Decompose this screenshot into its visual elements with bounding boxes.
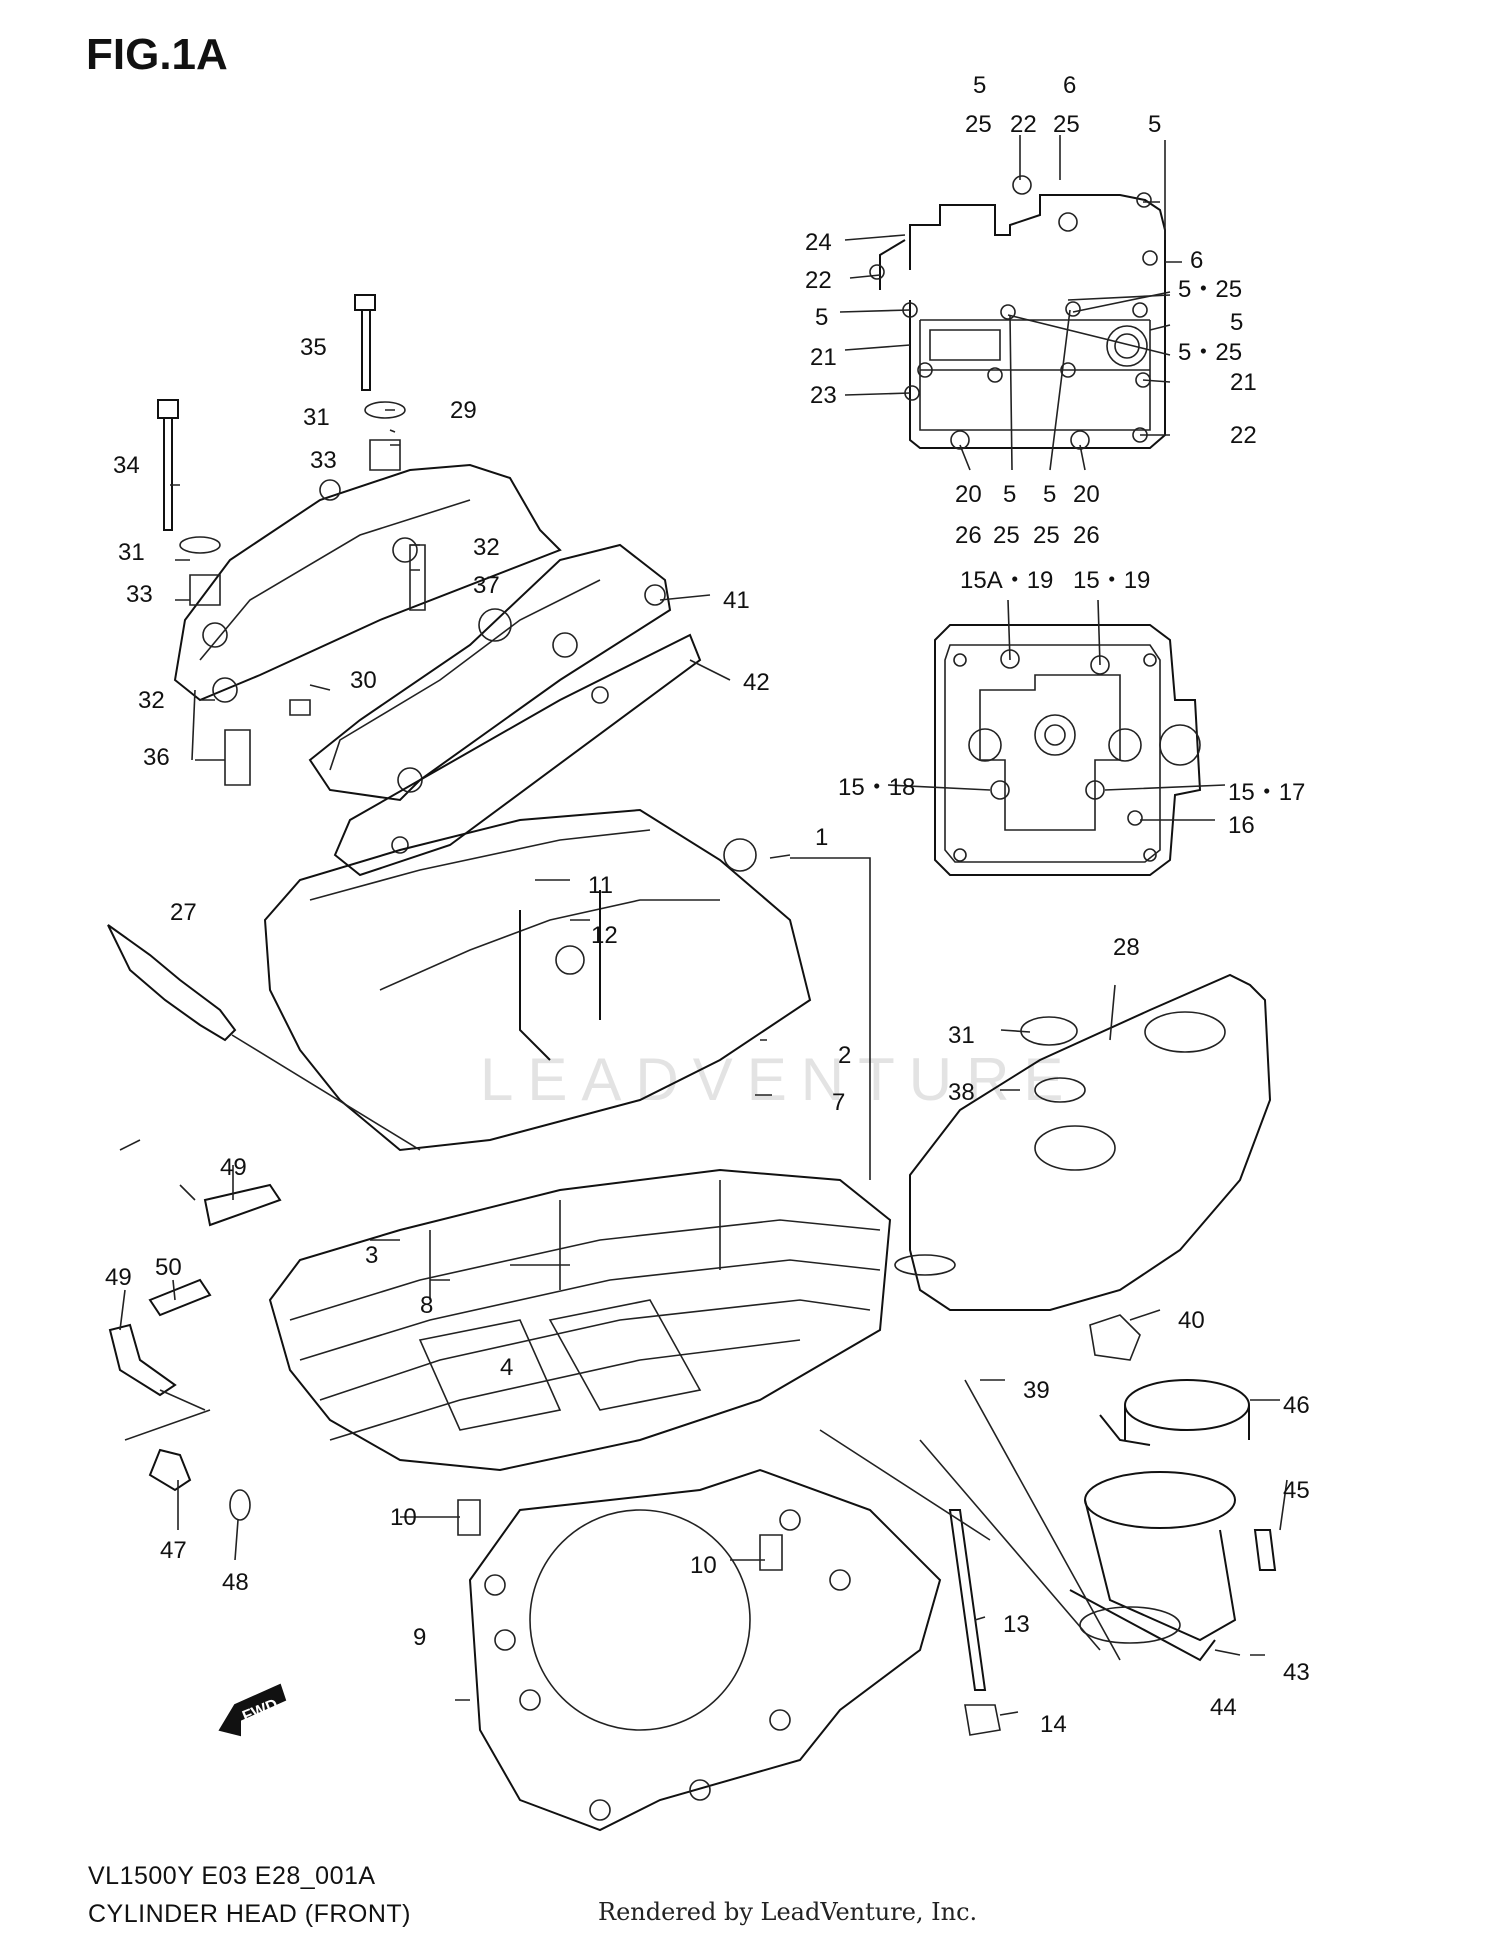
- cylinder-head-cover-drawing: [157, 294, 562, 786]
- callout-5: 5: [1003, 481, 1016, 508]
- watermark: LEADVENTURE: [480, 1046, 1077, 1113]
- callout-33: 33: [310, 447, 337, 474]
- callout-36: 36: [143, 744, 170, 771]
- callout-46: 46: [1283, 1392, 1310, 1419]
- callout-34: 34: [113, 452, 140, 479]
- camshaft-housing-drawing: [308, 543, 702, 877]
- callout-25: 25: [1053, 111, 1080, 138]
- callout-40: 40: [1178, 1307, 1205, 1334]
- callout-4: 4: [500, 1354, 513, 1381]
- callout-44: 44: [1210, 1694, 1237, 1721]
- callout-38: 38: [948, 1079, 975, 1106]
- callout-21: 21: [1230, 369, 1257, 396]
- callout-37: 37: [473, 572, 500, 599]
- callout-15-18: 15・18: [838, 774, 915, 801]
- figure-title: FIG.1A: [86, 30, 228, 79]
- callout-8: 8: [420, 1292, 433, 1319]
- callout-13: 13: [1003, 1611, 1030, 1638]
- callout-39: 39: [1023, 1377, 1050, 1404]
- callout-21: 21: [810, 344, 837, 371]
- callout-5: 5: [973, 72, 986, 99]
- callout-3: 3: [365, 1242, 378, 1269]
- callout-45: 45: [1283, 1477, 1310, 1504]
- callout-35: 35: [300, 334, 327, 361]
- callout-5: 5: [815, 304, 828, 331]
- callout-20: 20: [955, 481, 982, 508]
- callout-14: 14: [1040, 1711, 1067, 1738]
- callout-15a-19: 15A・19: [960, 567, 1053, 594]
- callout-32: 32: [473, 534, 500, 561]
- callout-10: 10: [690, 1552, 717, 1579]
- callout-27: 27: [170, 899, 197, 926]
- callout-5: 5: [1148, 111, 1161, 138]
- callout-9: 9: [413, 1624, 426, 1651]
- callout-5-25: 5・25: [1178, 276, 1242, 303]
- render-credit: Rendered by LeadVenture, Inc.: [598, 1898, 978, 1926]
- callout-48: 48: [222, 1569, 249, 1596]
- breather-hose-drawing: [108, 1183, 282, 1521]
- head-cover-gasket-drawing: [869, 175, 1166, 450]
- callout-15-19: 15・19: [1073, 567, 1150, 594]
- callout-25: 25: [1033, 522, 1060, 549]
- callout-10: 10: [390, 1504, 417, 1531]
- callout-32: 32: [138, 687, 165, 714]
- callout-31: 31: [303, 404, 330, 431]
- callout-25: 25: [965, 111, 992, 138]
- callout-33: 33: [126, 581, 153, 608]
- callout-25: 25: [993, 522, 1020, 549]
- callout-7: 7: [832, 1089, 845, 1116]
- callout-6: 6: [1190, 247, 1203, 274]
- cylinder-head-top-view: [934, 624, 1202, 876]
- leader-lines: [119, 135, 1288, 1716]
- intake-pipe-drawing: [1069, 1379, 1277, 1662]
- callout-5: 5: [1230, 309, 1243, 336]
- callout-31: 31: [118, 539, 145, 566]
- callout-12: 12: [591, 922, 618, 949]
- callout-1: 1: [815, 824, 828, 851]
- callout-26: 26: [955, 522, 982, 549]
- callout-2: 2: [838, 1042, 851, 1069]
- callout-26: 26: [1073, 522, 1100, 549]
- callout-labels: 5 6 25 22 25 5 24 22 6 5 5・25 5 5・25 21 …: [105, 72, 1310, 1738]
- callout-30: 30: [350, 667, 377, 694]
- spark-plug-drawing: [107, 924, 421, 1151]
- callout-22: 22: [1010, 111, 1037, 138]
- callout-24: 24: [805, 229, 832, 256]
- callout-47: 47: [160, 1537, 187, 1564]
- callout-41: 41: [723, 587, 750, 614]
- head-gasket-drawing: [457, 1468, 1001, 1832]
- callout-5-25: 5・25: [1178, 339, 1242, 366]
- callout-6: 6: [1063, 72, 1076, 99]
- callout-22: 22: [805, 267, 832, 294]
- model-code-label: VL1500Y E03 E28_001A: [88, 1862, 376, 1890]
- callout-29: 29: [450, 397, 477, 424]
- callout-42: 42: [743, 669, 770, 696]
- callout-11: 11: [588, 872, 613, 899]
- callout-28: 28: [1113, 934, 1140, 961]
- callout-31: 31: [948, 1022, 975, 1049]
- callout-49: 49: [105, 1264, 132, 1291]
- callout-15-17: 15・17: [1228, 779, 1305, 806]
- fwd-arrow-marker: FWD: [218, 1683, 287, 1737]
- callout-16: 16: [1228, 812, 1255, 839]
- callout-5: 5: [1043, 481, 1056, 508]
- callout-22: 22: [1230, 422, 1257, 449]
- callout-43: 43: [1283, 1659, 1310, 1686]
- section-name-label: CYLINDER HEAD (FRONT): [88, 1900, 412, 1928]
- callout-23: 23: [810, 382, 837, 409]
- cylinder-head-drawing: [263, 808, 892, 1472]
- callout-50: 50: [155, 1254, 182, 1281]
- callout-20: 20: [1073, 481, 1100, 508]
- callout-49: 49: [220, 1154, 247, 1181]
